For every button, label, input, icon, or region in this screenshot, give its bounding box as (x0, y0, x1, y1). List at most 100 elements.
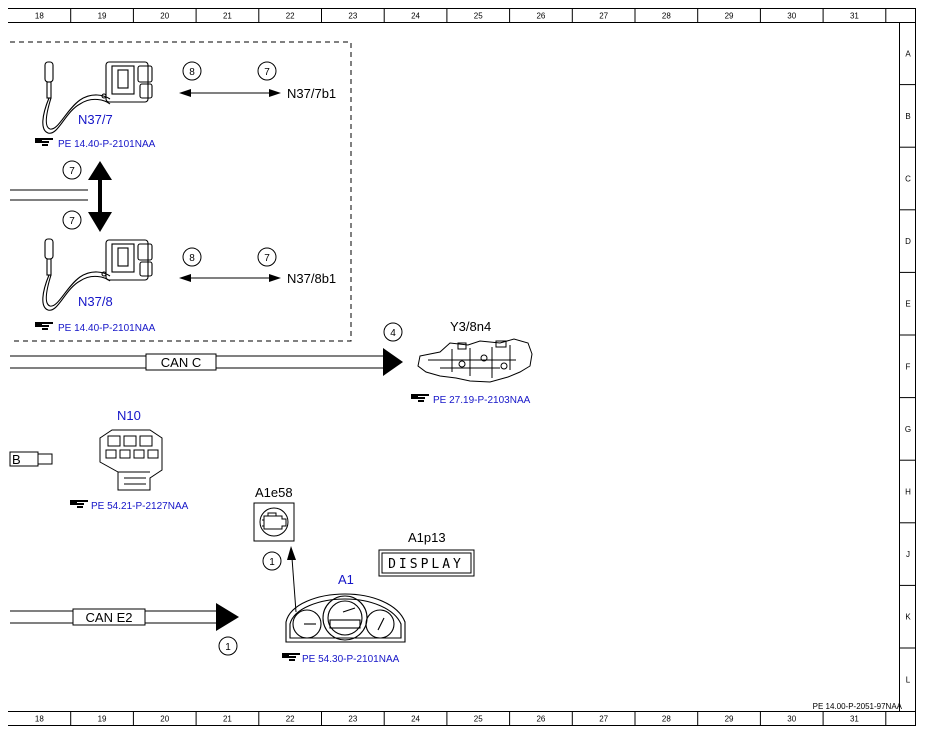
signal-num: 4 (390, 328, 396, 339)
instrument-cluster-icon (285, 593, 406, 643)
display-text: DISPLAY (388, 557, 464, 572)
valve-body-icon (417, 338, 533, 383)
signal-num: 7 (69, 216, 75, 227)
document-reference: PE 14.00-P-2051-97NAA (813, 702, 903, 711)
column-tick-bottom: 22 (286, 715, 295, 724)
column-tick-top: 24 (411, 12, 420, 21)
hand-pointer-icon (411, 394, 429, 402)
n37-7-ref[interactable]: PE 14.40-P-2101NAA (35, 138, 156, 150)
column-tick-bottom: 29 (725, 715, 734, 724)
can-e2-bus: CAN E2 1 (10, 603, 239, 656)
signal-num-circle (257, 61, 277, 81)
n37-8-ref-text[interactable]: PE 14.40-P-2101NAA (58, 323, 156, 334)
signal-num: 1 (269, 557, 275, 568)
n10-ref[interactable]: PE 54.21-P-2127NAA (70, 500, 189, 512)
a1-ref-text[interactable]: PE 54.30-P-2101NAA (302, 654, 400, 665)
row-tick: D (905, 237, 911, 246)
b-label: B (12, 452, 21, 467)
column-tick-bottom: 28 (662, 715, 671, 724)
can-e2-label: CAN E2 (86, 610, 133, 625)
engine-warning-lamp-icon (253, 502, 295, 542)
signal-num-circle (62, 160, 82, 180)
signal-num: 8 (189, 253, 195, 264)
n37-7-ref-text[interactable]: PE 14.40-P-2101NAA (58, 139, 156, 150)
y3-8n4-ref-text[interactable]: PE 27.19-P-2103NAA (433, 395, 531, 406)
row-tick: K (905, 613, 911, 622)
hand-pointer-icon (70, 500, 88, 508)
column-tick-bottom: 25 (474, 715, 483, 724)
signal-num: 1 (225, 642, 231, 653)
n37-8-ref[interactable]: PE 14.40-P-2101NAA (35, 322, 156, 334)
signal-num-circle (182, 61, 202, 81)
n37-8b1-label: N37/8b1 (287, 271, 336, 286)
row-tick: L (906, 675, 911, 684)
y3-8n4-ref[interactable]: PE 27.19-P-2103NAA (411, 394, 531, 406)
signal-num: 7 (264, 67, 270, 78)
dashed-group-box (10, 41, 352, 342)
vertical-double-arrow: 7 7 (10, 160, 112, 232)
grid-frame (8, 8, 916, 726)
n10-module-icon (99, 429, 163, 491)
signal-num: 7 (264, 253, 270, 264)
n37-8-label: N37/8 (78, 294, 113, 309)
column-tick-bottom: 21 (223, 715, 232, 724)
column-tick-top: 30 (787, 12, 796, 21)
signal-num-circle (62, 210, 82, 230)
row-tick: C (905, 175, 911, 184)
hand-pointer-icon (282, 653, 300, 661)
column-tick-bottom: 30 (787, 715, 796, 724)
row-tick: E (905, 300, 910, 309)
column-tick-top: 26 (536, 12, 545, 21)
row-tick: B (905, 112, 910, 121)
column-tick-top: 29 (725, 12, 734, 21)
signal-num-circle (257, 247, 277, 267)
hand-pointer-icon (35, 138, 53, 146)
n37-7-label: N37/7 (78, 112, 113, 127)
column-tick-bottom: 27 (599, 715, 608, 724)
can-c-label: CAN C (161, 355, 201, 370)
column-tick-bottom: 31 (850, 715, 859, 724)
n37-8b1-signal: 8 7 N37/8b1 (179, 247, 336, 286)
n37-8-sensor-icon (42, 238, 153, 311)
column-tick-top: 22 (286, 12, 295, 21)
row-tick: H (905, 488, 911, 497)
n10-label: N10 (117, 408, 141, 423)
column-tick-top: 20 (160, 12, 169, 21)
column-tick-bottom: 20 (160, 715, 169, 724)
y3-8n4-label: Y3/8n4 (450, 319, 491, 334)
row-ticks: A B C D E F G H J K L (900, 49, 915, 684)
n37-7b1-label: N37/7b1 (287, 86, 336, 101)
a1e58-arrow: 1 (262, 546, 297, 613)
signal-num: 8 (189, 67, 195, 78)
n37-7b1-signal: 8 7 N37/7b1 (179, 61, 336, 101)
signal-num-circle (218, 636, 238, 656)
column-tick-top: 28 (662, 12, 671, 21)
column-tick-top: 31 (850, 12, 859, 21)
signal-num-circle (383, 322, 403, 342)
n37-7-sensor-icon (42, 61, 153, 134)
signal-num-circle (182, 247, 202, 267)
column-tick-top: 27 (599, 12, 608, 21)
column-tick-top: 18 (35, 12, 44, 21)
column-tick-top: 25 (474, 12, 483, 21)
a1e58-label: A1e58 (255, 485, 293, 500)
a1-ref[interactable]: PE 54.30-P-2101NAA (282, 653, 400, 665)
signal-num-circle (262, 551, 282, 571)
a1p13-label: A1p13 (408, 530, 446, 545)
column-tick-top: 23 (348, 12, 357, 21)
row-tick: A (905, 49, 911, 58)
column-tick-bottom: 26 (536, 715, 545, 724)
column-tick-top: 21 (223, 12, 232, 21)
n10-ref-text[interactable]: PE 54.21-P-2127NAA (91, 501, 189, 512)
b-connector: B (9, 451, 53, 467)
a1-label: A1 (338, 572, 354, 587)
row-tick: G (905, 425, 911, 434)
row-tick: J (906, 550, 910, 559)
column-tick-bottom: 23 (348, 715, 357, 724)
row-tick: F (906, 362, 911, 371)
hand-pointer-icon (35, 322, 53, 330)
column-tick-bottom: 18 (35, 715, 44, 724)
